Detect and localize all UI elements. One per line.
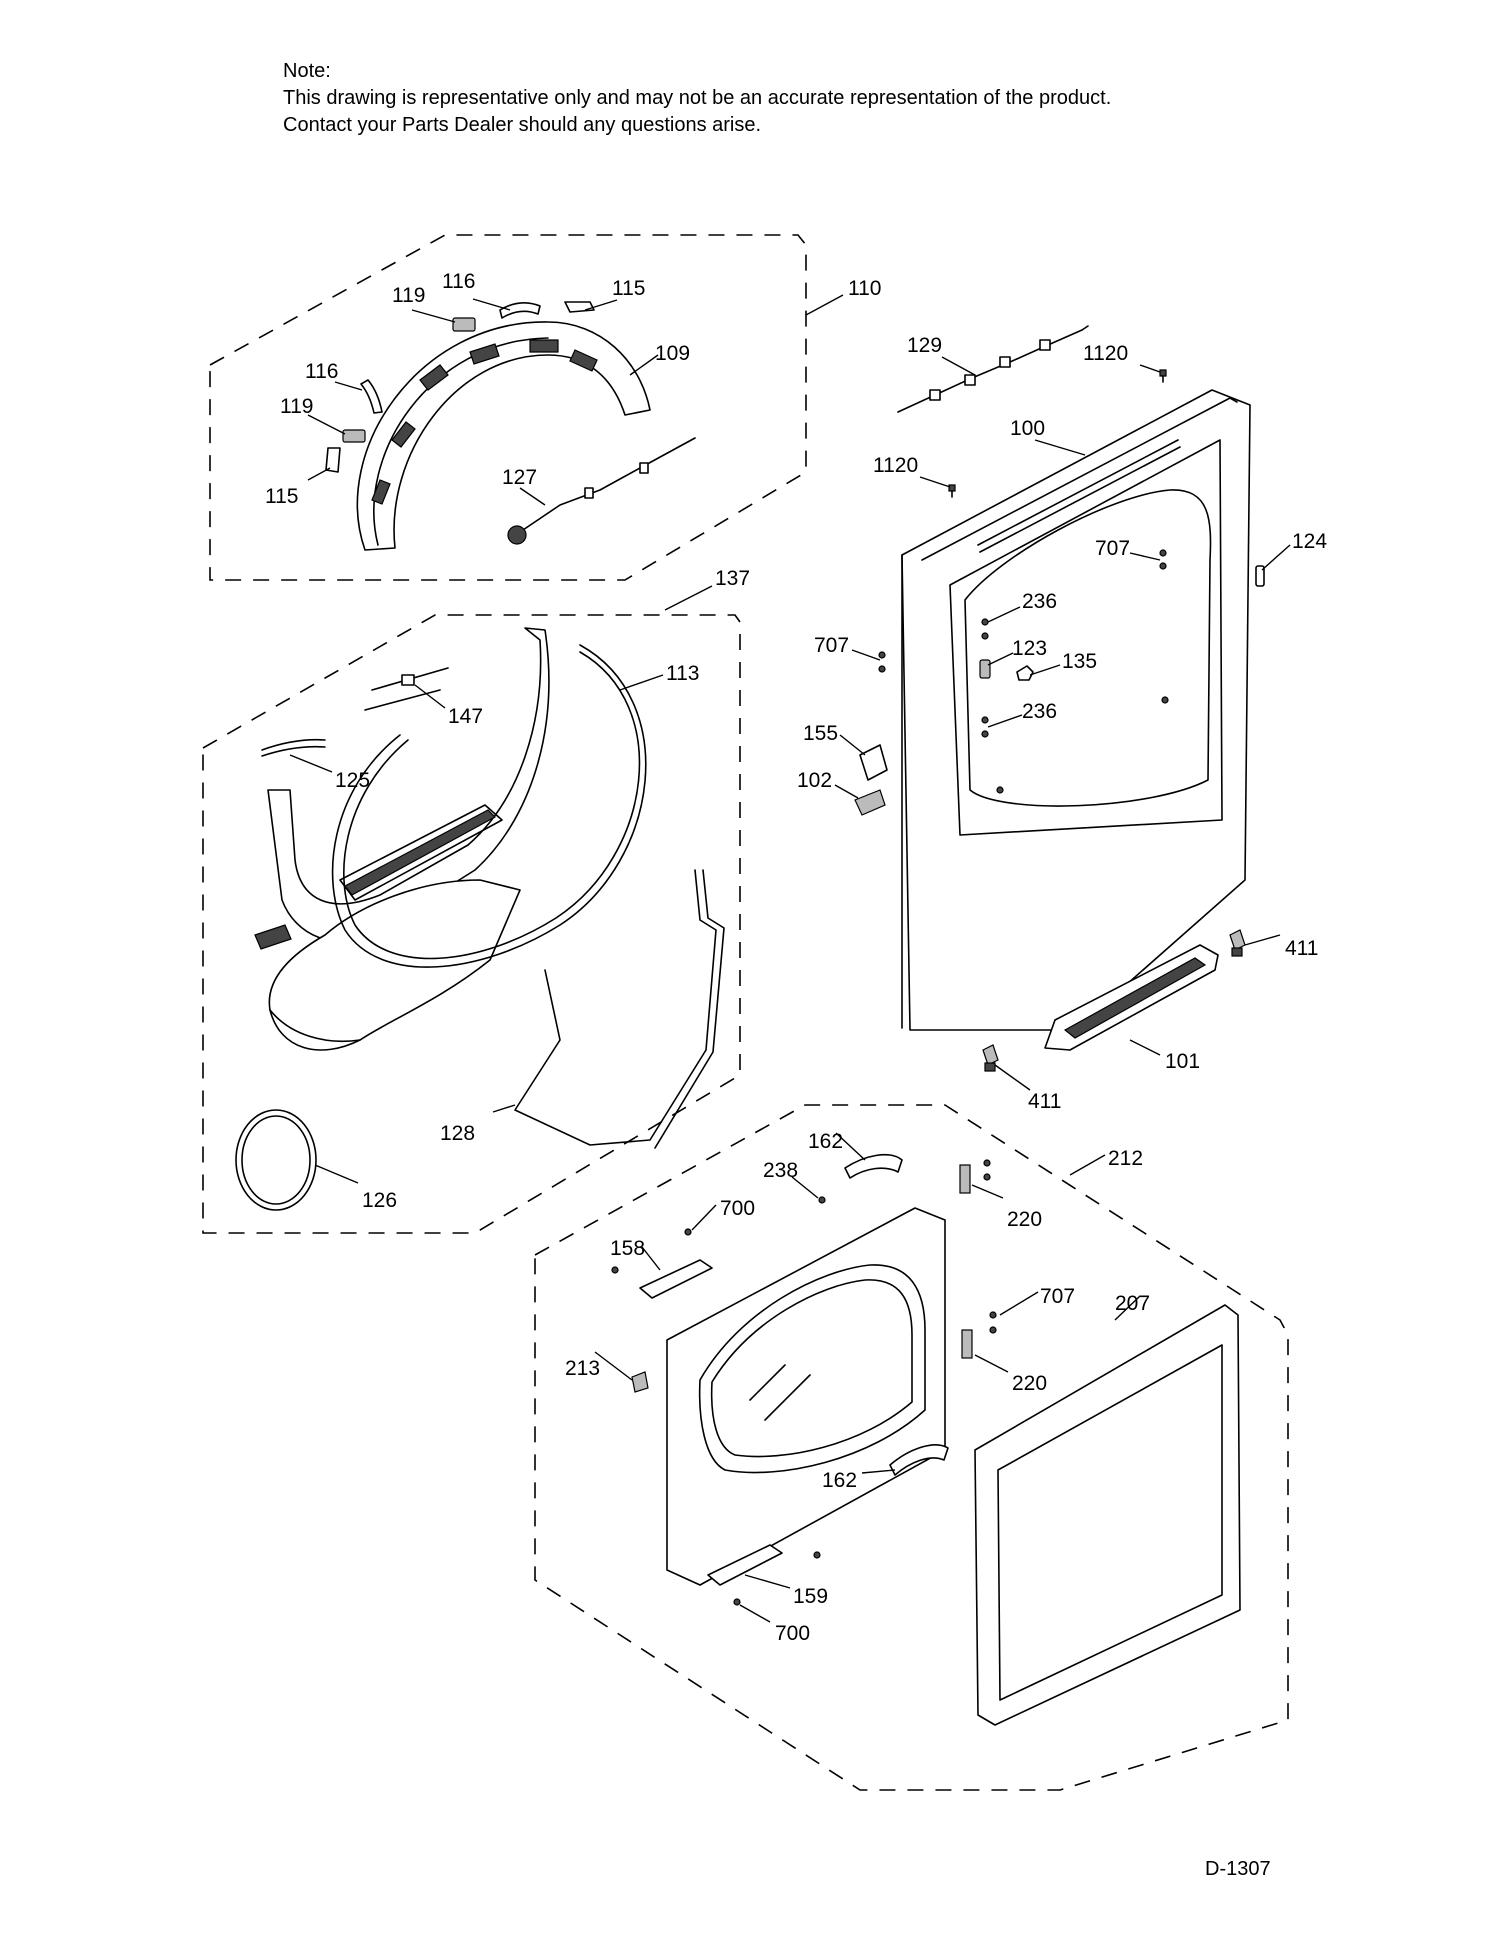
callout-162-top: 162 <box>808 1130 843 1153</box>
note-line-1: This drawing is representative only and … <box>283 87 1112 109</box>
group-137-boundary <box>202 614 741 1234</box>
note-line-2: Contact your Parts Dealer should any que… <box>283 114 762 136</box>
part-238-screw <box>818 1196 826 1204</box>
part-125-seal <box>261 738 326 757</box>
callout-135: 135 <box>1062 650 1097 673</box>
part-109-bearing-arch <box>356 321 651 551</box>
part-124-clip <box>1255 565 1265 587</box>
callout-102: 102 <box>797 769 832 792</box>
callout-100: 100 <box>1010 417 1045 440</box>
part-147-bracket <box>364 667 449 711</box>
callout-220-bottom: 220 <box>1012 1372 1047 1395</box>
callout-127: 127 <box>502 466 537 489</box>
callout-700-top: 700 <box>720 1197 755 1220</box>
part-113-felt-seal <box>331 644 647 968</box>
callout-125: 125 <box>335 769 370 792</box>
part-411-leveling-leg-left <box>982 1044 999 1072</box>
part-1120-screw-top <box>1159 369 1167 383</box>
callout-115-side: 115 <box>265 485 298 508</box>
group-212-boundary <box>534 1104 1289 1791</box>
callout-110: 110 <box>848 277 881 300</box>
callout-129: 129 <box>907 334 942 357</box>
part-707-screws-panel <box>1159 549 1167 570</box>
part-162-handle-bottom <box>889 1444 949 1476</box>
part-123-switch <box>979 659 991 679</box>
part-158-hinge-cover-top <box>611 1259 713 1299</box>
callout-147: 147 <box>448 705 483 728</box>
part-220-hinge-bottom <box>961 1329 973 1359</box>
part-700-screw-bottom <box>733 1598 741 1606</box>
part-116-clip-top <box>499 302 541 319</box>
part-159-hinge-cover-bottom <box>707 1544 821 1586</box>
disclaimer-note: Note: This drawing is representative onl… <box>283 58 1111 139</box>
part-220-hinge-top <box>959 1159 991 1194</box>
callout-212: 212 <box>1108 1147 1143 1170</box>
part-115-clip-side <box>325 447 341 473</box>
part-102-door-switch <box>854 789 886 816</box>
part-137-bulkhead-duct <box>254 627 550 1051</box>
callout-116-top: 116 <box>442 270 475 293</box>
callout-119-side: 119 <box>280 395 313 418</box>
part-119-pad-top <box>452 317 476 332</box>
part-213-strike <box>631 1371 649 1393</box>
part-101-toe-kick <box>1044 944 1219 1051</box>
part-1120-screw-side <box>948 484 956 498</box>
callout-155: 155 <box>803 722 838 745</box>
callout-411-left: 411 <box>1028 1090 1061 1113</box>
part-127-sensor-harness <box>507 437 696 545</box>
callout-158: 158 <box>610 1237 645 1260</box>
callout-700-bottom: 700 <box>775 1622 810 1645</box>
callout-101: 101 <box>1165 1050 1200 1073</box>
callout-119-top: 119 <box>392 284 425 307</box>
callout-137: 137 <box>715 567 750 590</box>
part-707-screws-left <box>878 651 886 673</box>
part-700-screw-top <box>684 1228 692 1236</box>
part-119-pad-side <box>342 429 366 443</box>
callout-207: 207 <box>1115 1292 1150 1315</box>
part-162-handle-top <box>844 1153 903 1179</box>
part-126-drive-belt <box>235 1109 317 1211</box>
callout-123: 123 <box>1012 637 1047 660</box>
callout-411-right: 411 <box>1285 937 1318 960</box>
callout-115-top: 115 <box>612 277 645 300</box>
callout-707-panel: 707 <box>1095 537 1130 560</box>
callout-109: 109 <box>655 342 690 365</box>
part-212-door-inner <box>666 1207 946 1586</box>
callout-1120-top: 1120 <box>1083 342 1128 365</box>
part-116-clip-side <box>360 379 383 414</box>
part-129-wire-harness <box>897 325 1089 413</box>
part-411-leveling-leg-right <box>1229 929 1246 957</box>
drawing-number: D-1307 <box>1205 1858 1271 1880</box>
callout-236-bottom: 236 <box>1022 700 1057 723</box>
callout-159: 159 <box>793 1585 828 1608</box>
callout-113: 113 <box>666 662 699 685</box>
callout-162-bottom: 162 <box>822 1469 857 1492</box>
part-155-bracket <box>859 744 888 781</box>
note-heading: Note: <box>283 60 331 82</box>
part-707-screws-door <box>989 1311 997 1334</box>
part-115-clip-top <box>564 301 595 313</box>
callout-213: 213 <box>565 1357 600 1380</box>
callout-116-side: 116 <box>305 360 338 383</box>
callout-128: 128 <box>440 1122 475 1145</box>
callout-220-top: 220 <box>1007 1208 1042 1231</box>
callout-707-door: 707 <box>1040 1285 1075 1308</box>
callout-124: 124 <box>1292 530 1327 553</box>
part-135-actuator <box>1016 665 1034 681</box>
part-207-door-outer <box>974 1304 1241 1726</box>
callout-1120-side: 1120 <box>873 454 918 477</box>
callout-238: 238 <box>763 1159 798 1182</box>
callout-707-left: 707 <box>814 634 849 657</box>
callout-236-top: 236 <box>1022 590 1057 613</box>
part-128-gasket <box>514 869 725 1149</box>
leader-lines <box>289 294 1291 1623</box>
callout-126: 126 <box>362 1189 397 1212</box>
